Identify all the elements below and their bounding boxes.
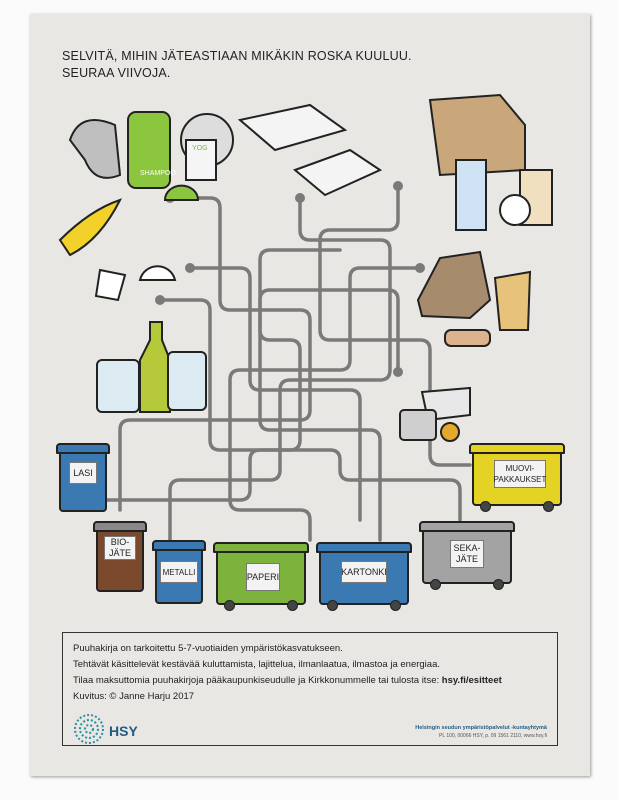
bin-label: LASI [69,462,97,484]
bin-label: MUOVI- PAKKAUKSET [494,460,546,488]
bin-label: KARTONKI [341,561,387,583]
shampoo-bottle-icon [127,111,171,189]
teabag-icon [94,268,127,302]
maze-path [103,248,342,502]
shampoo-label: SHAMPOO [140,170,176,177]
yogurt-cup-icon [185,139,217,181]
glass-jar-icon [167,351,207,411]
tin-can-icon [399,409,437,441]
bin-lasi: LASI [56,443,110,512]
heading-line-1: SELVITÄ, MIHIN JÄTEASTIAAN MIKÄKIN ROSKA… [62,49,412,63]
bottle-cap-icon [440,422,460,442]
bin-muovipakkaukset: MUOVI- PAKKAUKSET [469,443,565,512]
bandage-icon [444,329,491,347]
bin-metalli: METALLI [152,540,206,604]
maze-path [258,288,400,542]
newspaper-icon [293,148,383,197]
bin-biojate: BIO- JÄTE [93,521,147,592]
maze-path [318,184,472,467]
order-text: Tilaa maksuttomia puuhakirjoja pääkaupun… [73,675,442,686]
info-line-order: Tilaa maksuttomia puuhakirjoja pääkaupun… [73,675,502,686]
bin-label: BIO- JÄTE [104,536,136,560]
bin-sekajate: SEKA- JÄTE [419,521,515,590]
maze-path [118,196,312,512]
org-name: Helsingin seudun ympäristöpalvelut -kunt… [415,725,547,731]
hsy-logo-text: HSY [109,723,138,739]
maze-path [158,298,462,522]
shoe-icon [416,250,492,320]
bin-paperi: PAPERI [213,542,309,611]
info-line: Tehtävät käsittelevät kestävää kuluttami… [73,659,441,670]
glass-jar-icon [96,359,140,413]
bin-label: SEKA- JÄTE [450,540,484,568]
eggshell-icon [138,265,177,281]
glass-bottle-icon [139,321,171,413]
bin-label: PAPERI [246,563,280,591]
banana-peel-icon [58,198,122,257]
milk-carton-icon [455,159,487,231]
org-address: PL 100, 00066 HSY, p. 09 1561 2110, www.… [439,733,547,739]
info-box: Puuhakirja on tarkoitettu 5-7-vuotiaiden… [62,632,558,746]
lid-icon [163,184,200,201]
maze-path [188,266,362,522]
hsy-logo-icon [74,714,104,744]
broken-cup-icon [493,270,532,331]
hsy-link[interactable]: hsy.fi/esitteet [441,675,502,686]
heading-line-2: SEURAA VIIVOJA. [62,66,171,80]
plastic-bag-icon [68,119,122,179]
maze-path [228,266,422,542]
yogurt-label: YOG [192,145,208,152]
info-line: Puuhakirja on tarkoitettu 5-7-vuotiaiden… [73,643,343,654]
bin-kartonki: KARTONKI [316,542,412,611]
bin-label: METALLI [160,561,198,583]
bowl-icon [499,194,531,226]
open-book-icon [237,103,348,152]
credits: Kuvitus: © Janne Harju 2017 [73,691,195,702]
cardboard-box-icon [428,93,526,177]
page-heading: SELVITÄ, MIHIN JÄTEASTIAAN MIKÄKIN ROSKA… [62,48,412,82]
